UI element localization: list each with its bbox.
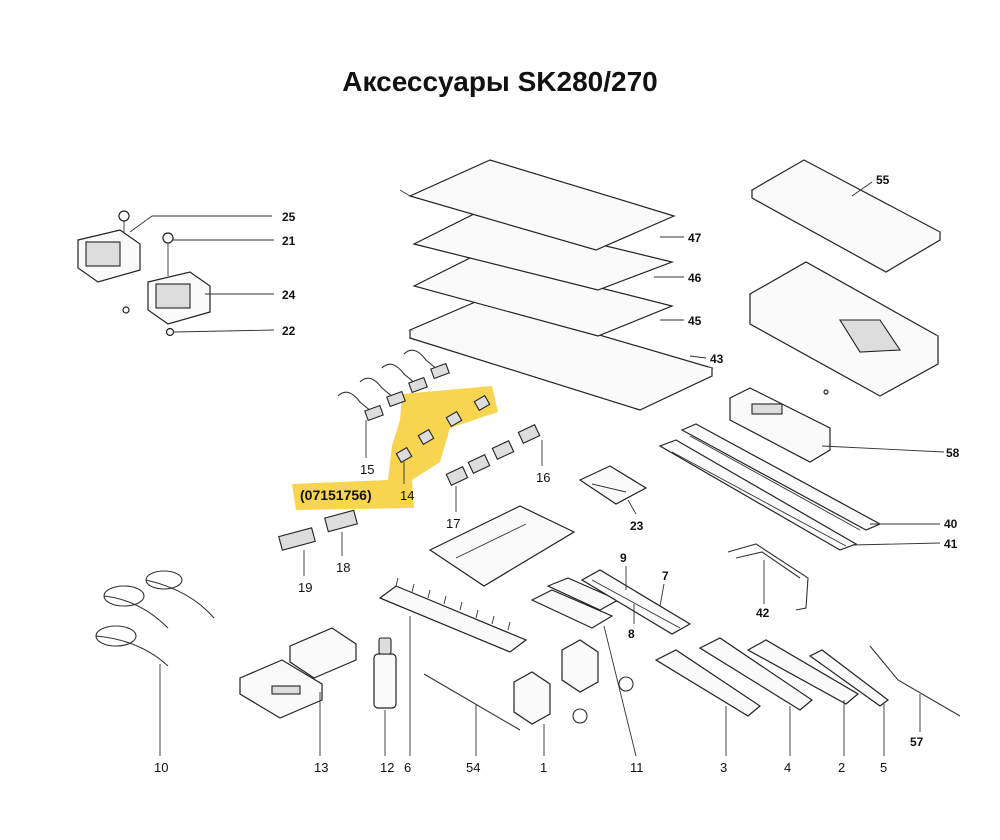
part-57 bbox=[869, 645, 961, 732]
part-19 bbox=[278, 527, 316, 576]
label-23: 23 bbox=[630, 519, 644, 533]
label-19: 19 bbox=[298, 580, 312, 595]
label-15: 15 bbox=[360, 462, 374, 477]
part-group-case bbox=[748, 159, 942, 397]
label-55: 55 bbox=[876, 173, 890, 187]
part-54 bbox=[423, 673, 521, 756]
part-6 bbox=[378, 577, 528, 756]
part-12 bbox=[373, 637, 397, 756]
part-5 bbox=[808, 649, 889, 756]
label-18: 18 bbox=[336, 560, 350, 575]
label-25: 25 bbox=[282, 210, 296, 224]
part-13 bbox=[239, 627, 357, 756]
label-54: 54 bbox=[466, 760, 480, 775]
label-22: 22 bbox=[282, 324, 296, 338]
highlight-code: (07151756) bbox=[300, 487, 372, 503]
label-5: 5 bbox=[880, 760, 887, 775]
label-9: 9 bbox=[620, 551, 627, 565]
label-2: 2 bbox=[838, 760, 845, 775]
label-6: 6 bbox=[404, 760, 411, 775]
diagram-title: Аксессуары SK280/270 bbox=[342, 66, 658, 97]
part-group-sheets bbox=[399, 159, 714, 411]
part-42 bbox=[727, 543, 809, 611]
part-11 bbox=[530, 577, 637, 757]
label-11: 11 bbox=[630, 760, 644, 775]
part-1 bbox=[513, 639, 634, 756]
part-58 bbox=[729, 387, 945, 463]
part-16 bbox=[467, 424, 543, 474]
label-8: 8 bbox=[628, 627, 635, 641]
label-21: 21 bbox=[282, 234, 296, 248]
label-17: 17 bbox=[446, 516, 460, 531]
label-3: 3 bbox=[720, 760, 727, 775]
label-10: 10 bbox=[154, 760, 168, 775]
label-14: 14 bbox=[400, 488, 414, 503]
label-13: 13 bbox=[314, 760, 328, 775]
part-2 bbox=[746, 639, 860, 756]
label-7: 7 bbox=[662, 569, 669, 583]
label-41: 41 bbox=[944, 537, 958, 551]
label-4: 4 bbox=[784, 760, 791, 775]
part-15 bbox=[337, 349, 450, 458]
part-7-8-9 bbox=[580, 566, 692, 635]
label-45: 45 bbox=[688, 314, 702, 328]
label-40: 40 bbox=[944, 517, 958, 531]
part-group-21-25 bbox=[77, 210, 275, 337]
part-3 bbox=[654, 649, 762, 756]
label-47: 47 bbox=[688, 231, 702, 245]
label-16: 16 bbox=[536, 470, 550, 485]
label-58: 58 bbox=[946, 446, 960, 460]
label-43: 43 bbox=[710, 352, 724, 366]
label-12: 12 bbox=[380, 760, 394, 775]
part-17 bbox=[445, 466, 469, 512]
label-24: 24 bbox=[282, 288, 296, 302]
part-18 bbox=[324, 509, 358, 556]
label-46: 46 bbox=[688, 271, 702, 285]
label-57: 57 bbox=[910, 735, 924, 749]
part-23 bbox=[578, 465, 648, 515]
label-1: 1 bbox=[540, 760, 547, 775]
part-4 bbox=[698, 637, 813, 756]
label-42: 42 bbox=[756, 606, 770, 620]
part-14 bbox=[395, 394, 491, 484]
part-40-41-rulers bbox=[658, 423, 941, 551]
part-envelope bbox=[428, 505, 576, 587]
part-10 bbox=[95, 570, 215, 756]
